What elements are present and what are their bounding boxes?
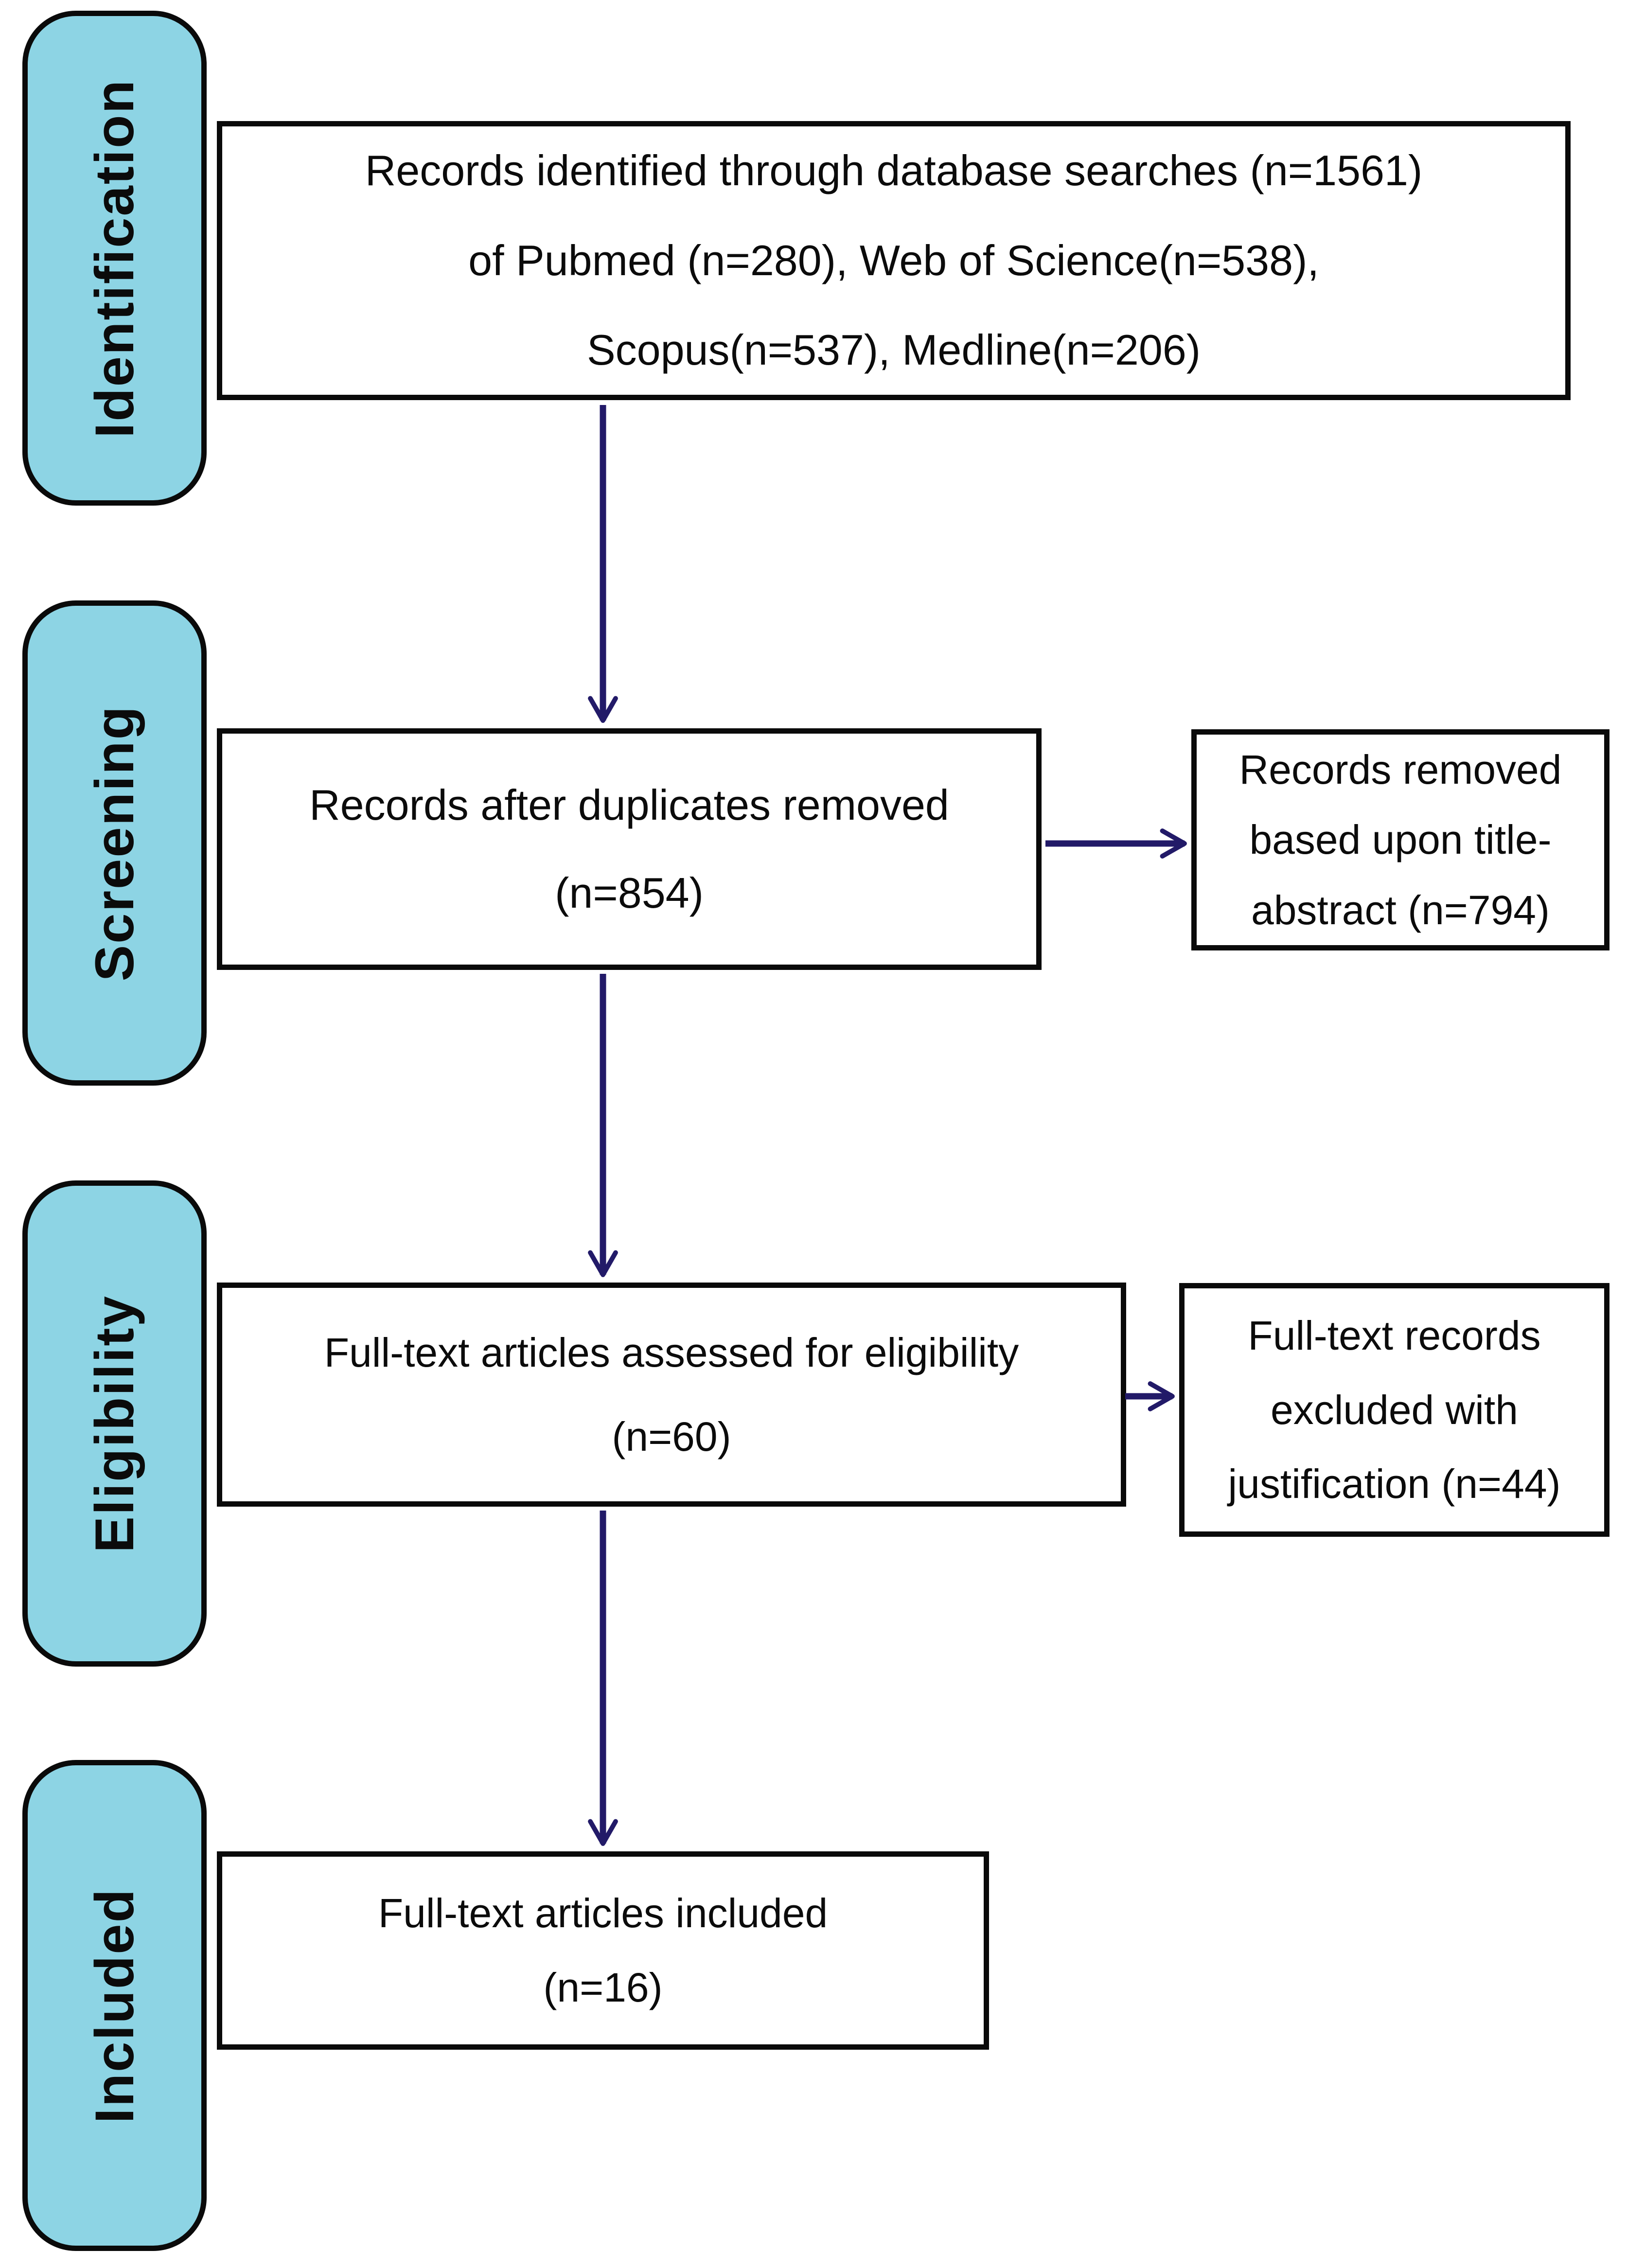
box-fulltext-excluded-line2: excluded with bbox=[1271, 1387, 1518, 1433]
box-records-removed-line1: Records removed bbox=[1239, 746, 1562, 792]
box-records-removed-line2: based upon title- bbox=[1249, 817, 1552, 863]
box-records-identified-line3: Scopus(n=537), Medline(n=206) bbox=[586, 326, 1201, 374]
box-fulltext-excluded-line1: Full-text records bbox=[1248, 1312, 1541, 1358]
stage-pill-screening: Screening bbox=[22, 600, 207, 1086]
stage-label-included: Included bbox=[84, 1887, 145, 2124]
box-duplicates-removed-line2: (n=854) bbox=[555, 868, 704, 917]
box-records-identified-line2: of Pubmed (n=280), Web of Science(n=538)… bbox=[468, 236, 1319, 284]
stage-pill-identification: Identification bbox=[22, 11, 207, 506]
box-duplicates-removed-line1: Records after duplicates removed bbox=[309, 781, 949, 829]
box-records-removed-title-abstract: Records removed based upon title- abstra… bbox=[1191, 729, 1609, 950]
box-fulltext-included: Full-text articles included (n=16) bbox=[217, 1851, 989, 2050]
box-fulltext-assessed-line1: Full-text articles assessed for eligibil… bbox=[324, 1330, 1019, 1376]
box-records-identified-line1: Records identified through database sear… bbox=[365, 146, 1423, 194]
box-duplicates-removed: Records after duplicates removed (n=854) bbox=[217, 728, 1042, 970]
stage-pill-eligibility: Eligibility bbox=[22, 1180, 207, 1667]
box-records-identified: Records identified through database sear… bbox=[217, 121, 1571, 400]
box-fulltext-excluded-line3: justification (n=44) bbox=[1228, 1461, 1561, 1507]
stage-pill-included: Included bbox=[22, 1760, 207, 2251]
stage-label-eligibility: Eligibility bbox=[84, 1294, 145, 1553]
stage-label-screening: Screening bbox=[84, 704, 145, 982]
box-fulltext-assessed-line2: (n=60) bbox=[612, 1413, 731, 1459]
box-records-removed-line3: abstract (n=794) bbox=[1251, 887, 1550, 933]
box-fulltext-included-line2: (n=16) bbox=[543, 1965, 663, 2010]
box-fulltext-included-line1: Full-text articles included bbox=[378, 1890, 828, 1936]
stage-label-identification: Identification bbox=[84, 78, 145, 438]
box-fulltext-assessed: Full-text articles assessed for eligibil… bbox=[217, 1283, 1126, 1507]
box-fulltext-excluded: Full-text records excluded with justific… bbox=[1179, 1283, 1609, 1537]
